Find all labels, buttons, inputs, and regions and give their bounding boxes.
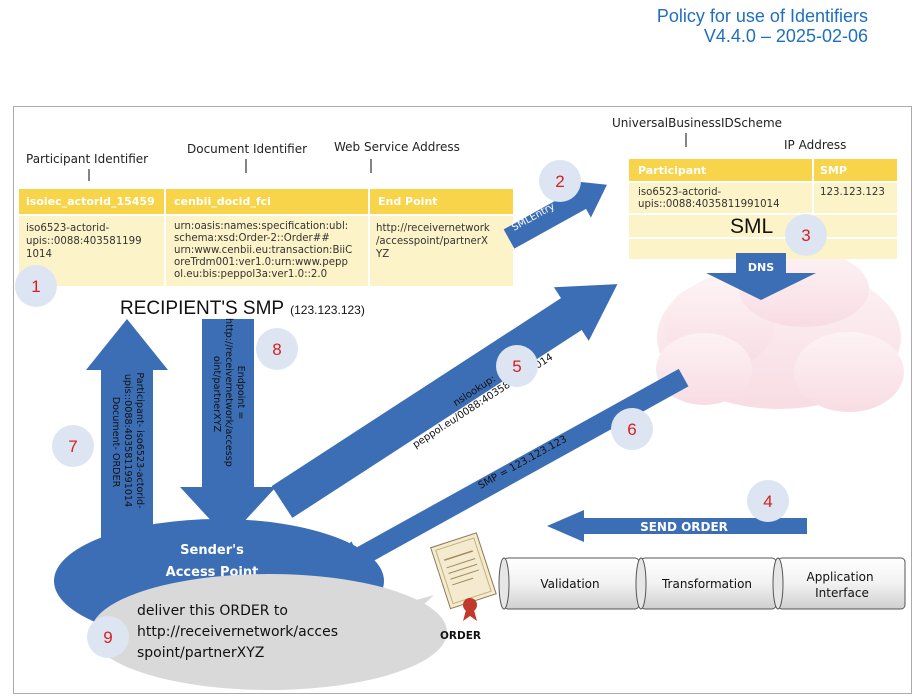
svg-text:9: 9 xyxy=(103,628,112,647)
step-1: 1 xyxy=(15,265,57,307)
step-6: 6 xyxy=(611,408,653,450)
dns-cloud xyxy=(656,251,904,412)
web-service-address-label: Web Service Address xyxy=(334,140,460,154)
document-title: Policy for use of Identifiers xyxy=(656,6,868,26)
document-header: Policy for use of Identifiers V4.4.0 – 2… xyxy=(657,6,868,46)
svg-text:6: 6 xyxy=(627,420,636,439)
peppol-lookup-diagram: Participant Identifier Document Identifi… xyxy=(13,106,912,694)
smp-cell-participant: iso6523-actorid- upis::0088:403581199 10… xyxy=(26,223,145,260)
step-9: 9 xyxy=(87,616,129,658)
step-5: 5 xyxy=(496,345,538,387)
smp-reply-label: SMP = 123.123.123 xyxy=(477,434,569,492)
svg-text:4: 4 xyxy=(763,492,772,511)
nslookup-arrow: nslookup: peppol.eu/0088:4035811991014 xyxy=(271,284,618,518)
endpoint-reply-label: Endpoint = http://receivernetwork/access… xyxy=(211,318,246,470)
sml-cell-participant: iso6523-actorid- upis::0088:403581199101… xyxy=(638,187,780,210)
svg-text:2: 2 xyxy=(555,172,564,191)
document-version: V4.4.0 – 2025-02-06 xyxy=(703,26,868,46)
smp-table: isoiec_actorid_15459 cenbii_docid_fci En… xyxy=(19,189,513,286)
participant-query-arrow: Participant- iso6523-actorid- upis::0088… xyxy=(86,319,168,545)
diagram-canvas: Participant Identifier Document Identifi… xyxy=(15,116,906,690)
recipient-smp-title: RECIPIENT'S SMP(123.123.123) xyxy=(120,298,365,319)
application-interface-label: Application Interface xyxy=(807,570,878,600)
send-order-label: SEND ORDER xyxy=(640,520,728,534)
smp-header-participant: isoiec_actorid_15459 xyxy=(26,195,155,208)
sml-cell-smp: 123.123.123 xyxy=(820,187,885,198)
step-7: 7 xyxy=(52,425,94,467)
smp-header-endpoint: End Point xyxy=(378,195,438,208)
sml-header-smp: SMP xyxy=(820,164,847,177)
participant-query-label: Participant- iso6523-actorid- upis::0088… xyxy=(110,372,145,511)
step-8: 8 xyxy=(256,328,298,370)
smp-header-document: cenbii_docid_fci xyxy=(174,195,271,208)
validation-stage: Validation xyxy=(498,557,640,610)
validation-label: Validation xyxy=(540,577,599,591)
access-point-label-1: Sender's xyxy=(180,543,244,558)
send-order-arrow: SEND ORDER xyxy=(547,510,807,542)
sml-title: SML xyxy=(730,215,773,238)
dns-label: DNS xyxy=(748,261,774,274)
svg-text:8: 8 xyxy=(272,340,281,359)
sml-table: Participant SMP iso6523-actorid- upis::0… xyxy=(629,159,897,259)
endpoint-reply-arrow: Endpoint = http://receivernetwork/access… xyxy=(180,318,276,539)
step-4: 4 xyxy=(747,480,789,522)
order-label: ORDER xyxy=(440,630,481,642)
dns-arrow: DNS xyxy=(706,253,816,300)
transformation-label: Transformation xyxy=(661,577,752,591)
svg-text:1: 1 xyxy=(31,277,40,296)
bubble-text: deliver this ORDER to http://receivernet… xyxy=(137,603,342,661)
smp-cell-endpoint: http://receivernetwork /accesspoint/part… xyxy=(375,223,493,260)
svg-text:5: 5 xyxy=(512,357,521,376)
smp-reply-arrow: SMP = 123.123.123 xyxy=(329,368,689,574)
order-document-icon xyxy=(430,532,497,621)
application-interface-stage: Application Interface xyxy=(772,557,906,610)
delivery-bubble: deliver this ORDER to http://receivernet… xyxy=(91,574,447,690)
step-2: 2 xyxy=(539,160,581,202)
sml-header-participant: Participant xyxy=(638,164,706,177)
svg-text:3: 3 xyxy=(801,226,810,245)
participant-identifier-label: Participant Identifier xyxy=(26,152,148,166)
step-3: 3 xyxy=(785,214,827,256)
document-identifier-label: Document Identifier xyxy=(187,142,307,156)
smp-cell-document: urn:oasis:names:specification:ubl: schem… xyxy=(174,221,356,280)
business-id-scheme-label: UniversalBusinessIDScheme xyxy=(612,116,782,130)
transformation-stage: Transformation xyxy=(635,557,777,610)
ip-address-label: IP Address xyxy=(784,138,846,152)
svg-text:7: 7 xyxy=(68,437,77,456)
